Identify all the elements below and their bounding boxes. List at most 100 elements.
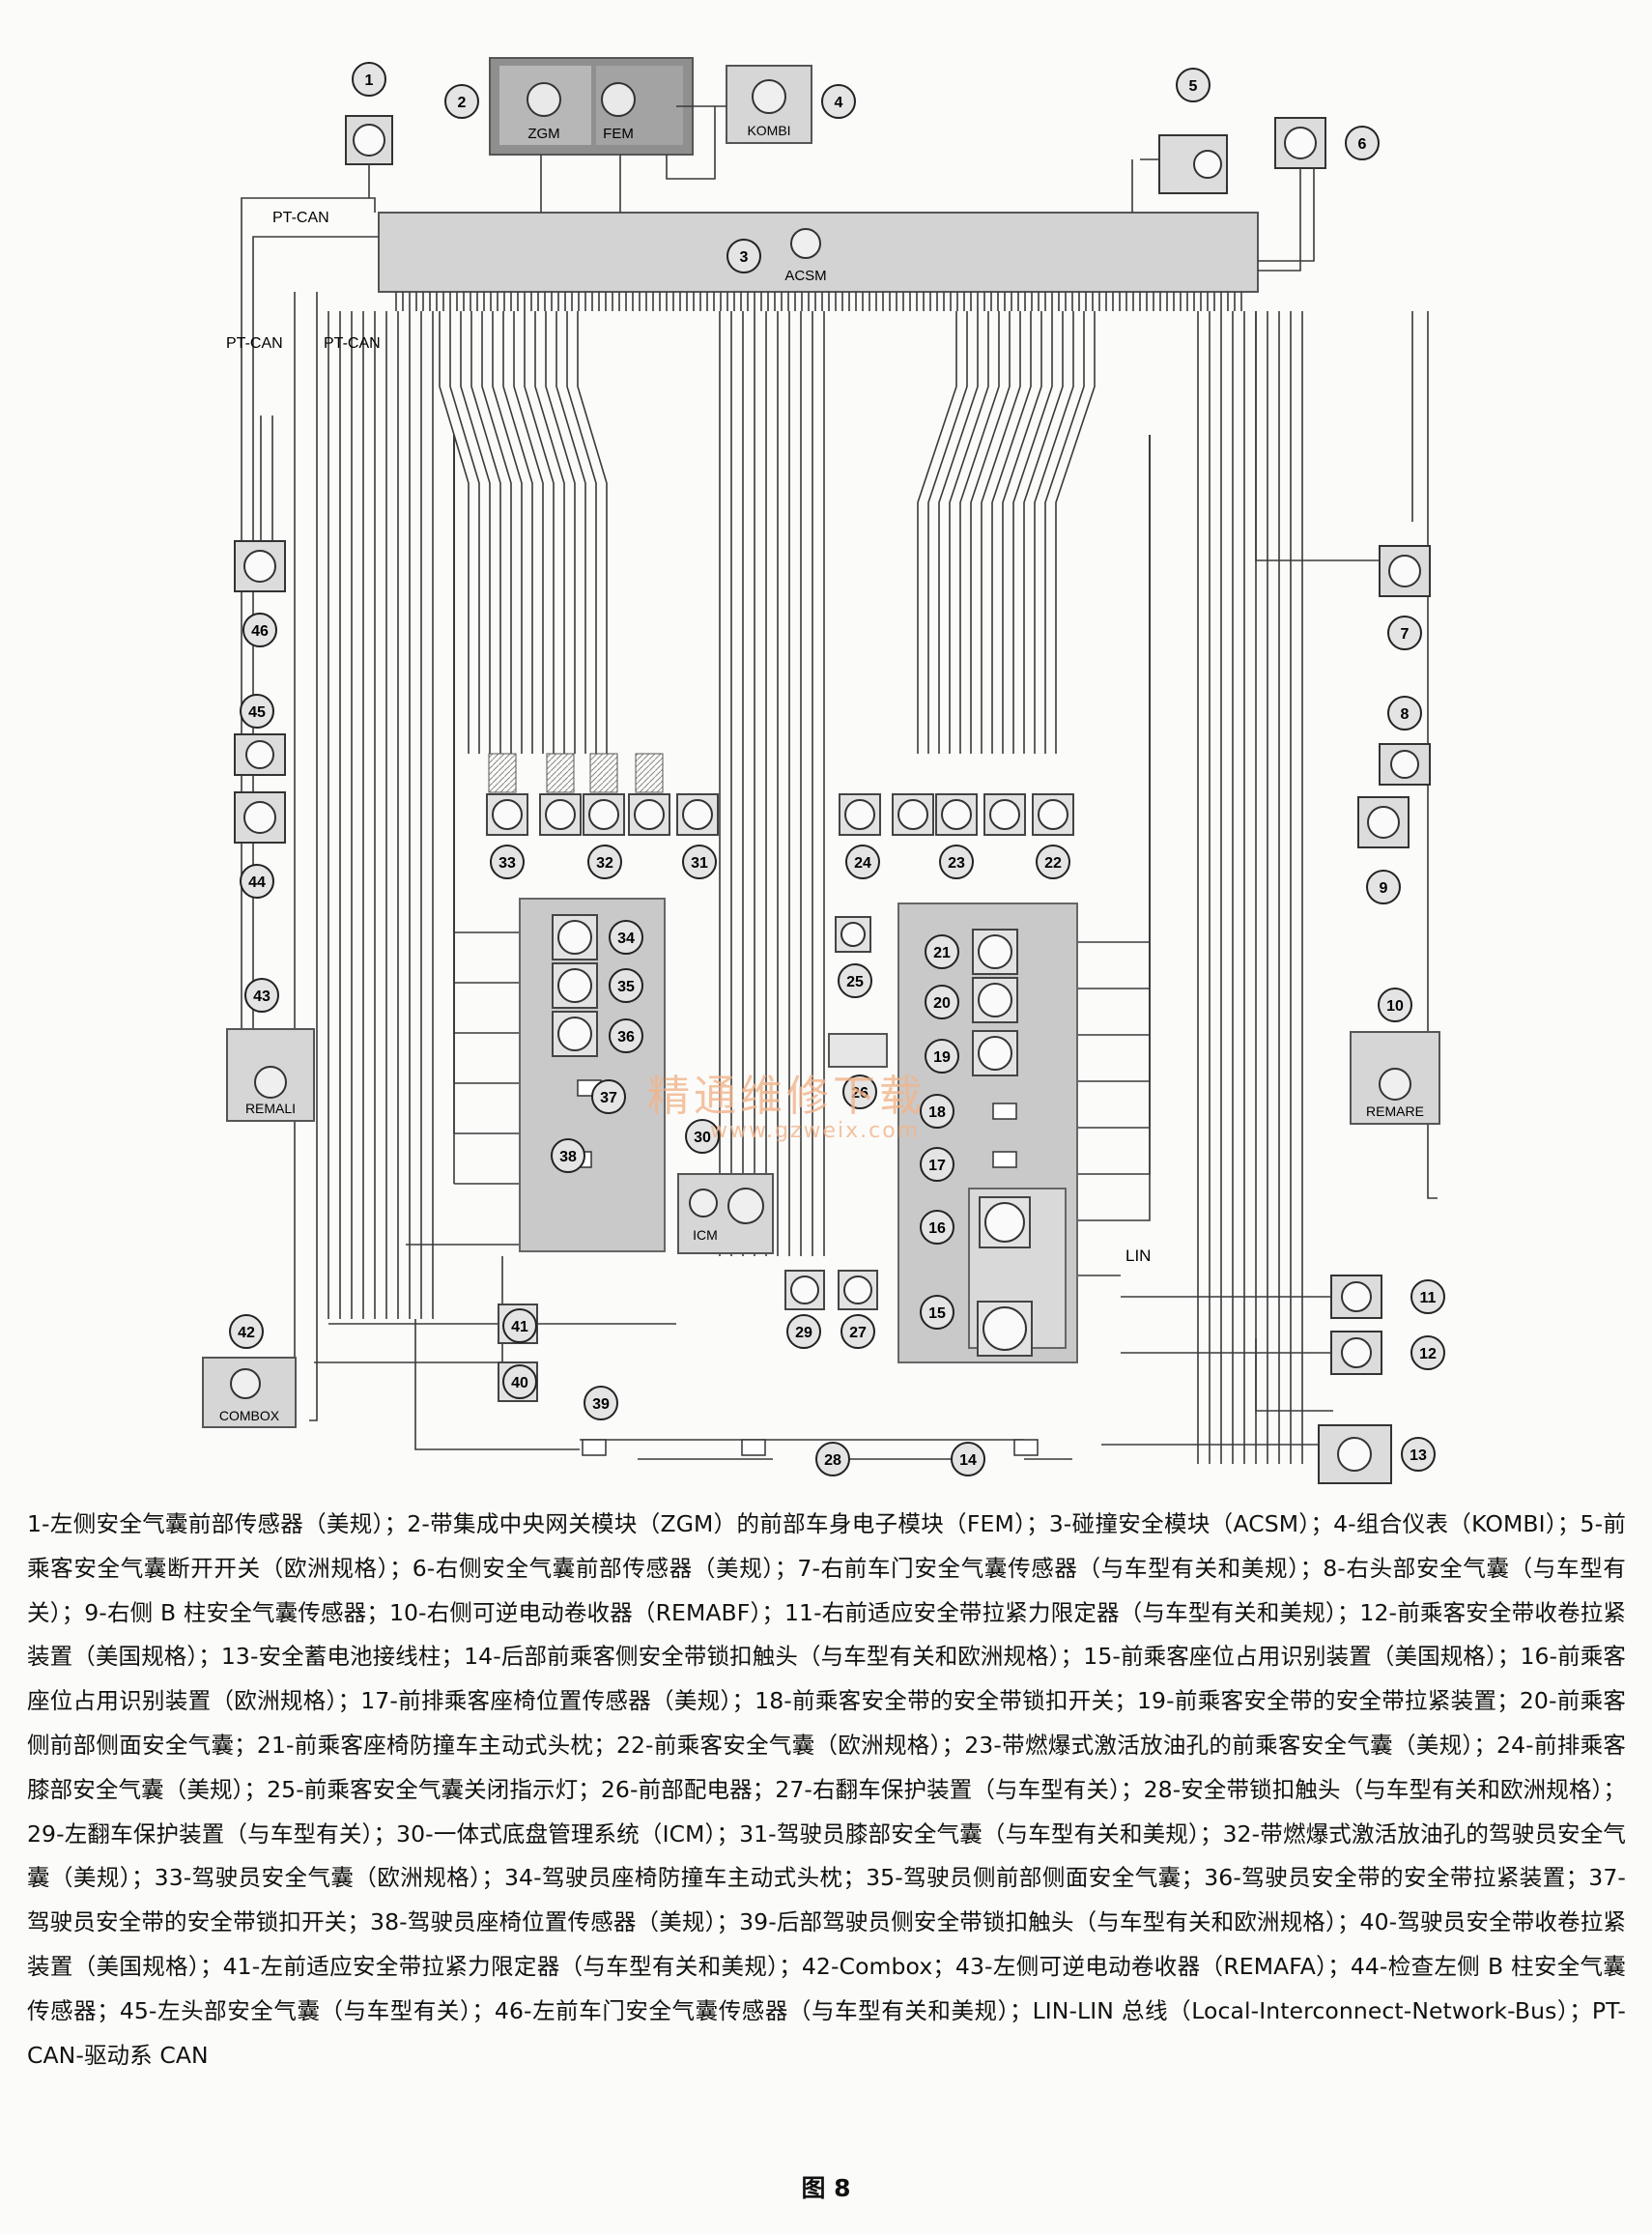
airbag-unit — [676, 793, 719, 836]
badge-35: 35 — [609, 968, 643, 1003]
badge-number: 26 — [851, 1085, 869, 1102]
door-sensor-left — [234, 540, 286, 592]
zgm-label: ZGM — [527, 126, 559, 142]
badge-number: 31 — [691, 855, 708, 872]
igniter-coil — [546, 753, 575, 793]
badge-21: 21 — [925, 934, 959, 969]
badge-7: 7 — [1387, 616, 1422, 650]
badge-29: 29 — [786, 1314, 821, 1349]
b-pillar-sensor-left — [234, 791, 286, 844]
badge-number: 34 — [617, 931, 635, 947]
fem-label: FEM — [603, 126, 634, 142]
badge-27: 27 — [840, 1314, 875, 1349]
badge-number: 41 — [511, 1319, 528, 1335]
remare-label: REMARE — [1366, 1103, 1424, 1119]
badge-number: 10 — [1386, 998, 1404, 1015]
airbag-unit — [486, 793, 528, 836]
airbag-unit — [935, 793, 978, 836]
passenger-airbag-switch — [1158, 134, 1228, 194]
badge-40: 40 — [502, 1364, 537, 1399]
badge-30: 30 — [685, 1119, 720, 1154]
badge-number: 21 — [933, 945, 951, 961]
badge-number: 30 — [694, 1130, 711, 1146]
badge-22: 22 — [1036, 845, 1070, 879]
badge-number: 15 — [928, 1305, 946, 1322]
badge-number: 18 — [928, 1104, 946, 1121]
badge-number: 33 — [498, 855, 516, 872]
icm-module: ICM — [677, 1173, 774, 1254]
badge-34: 34 — [609, 920, 643, 955]
pt-can-label: PT-CAN — [272, 210, 329, 226]
badge-number: 29 — [795, 1325, 812, 1341]
b-pillar-sensor-right — [1357, 796, 1410, 848]
ecu-icon — [752, 79, 786, 114]
badge-15: 15 — [920, 1295, 954, 1330]
badge-13: 13 — [1401, 1437, 1436, 1472]
badge-number: 17 — [928, 1158, 946, 1174]
badge-39: 39 — [584, 1386, 618, 1420]
airbag-unit — [583, 793, 625, 836]
connector — [992, 1103, 1017, 1120]
badge-number: 40 — [511, 1375, 528, 1391]
badge-28: 28 — [815, 1442, 850, 1476]
passenger-seat-device — [972, 977, 1018, 1023]
combox-module: COMBOX — [202, 1357, 297, 1428]
badge-number: 7 — [1401, 626, 1410, 643]
legend-text: 1-左侧安全气囊前部传感器（美规）；2-带集成中央网关模块（ZGM）的前部车身电… — [27, 1510, 1626, 2069]
buckle-contact — [1013, 1439, 1039, 1456]
airbag-unit — [1032, 793, 1074, 836]
badge-number: 36 — [617, 1029, 635, 1046]
badge-number: 19 — [933, 1049, 951, 1066]
badge-number: 9 — [1380, 880, 1388, 897]
badge-number: 38 — [559, 1149, 577, 1165]
badge-2: 2 — [444, 84, 479, 119]
badge-18: 18 — [920, 1094, 954, 1129]
badge-number: 4 — [835, 95, 843, 111]
igniter-coil — [488, 753, 517, 793]
head-airbag-left — [234, 733, 286, 776]
badge-26: 26 — [842, 1075, 877, 1109]
kombi-label: KOMBI — [747, 123, 790, 138]
kombi-module: KOMBI — [726, 65, 812, 144]
badge-number: 39 — [592, 1396, 610, 1413]
remare-module: REMARE — [1350, 1031, 1440, 1125]
badge-number: 1 — [365, 72, 374, 89]
airbag-row — [486, 753, 1074, 1456]
badge-number: 42 — [238, 1325, 255, 1341]
connector — [992, 1151, 1017, 1168]
rollover-protection — [838, 1270, 878, 1310]
ecu-icon — [790, 228, 821, 259]
acsm-label: ACSM — [784, 268, 826, 284]
badge-9: 9 — [1366, 870, 1401, 904]
distribution-box-26 — [828, 1033, 888, 1068]
airbag-unit — [892, 793, 934, 836]
icm-label: ICM — [693, 1227, 718, 1243]
belt-tensioner-right — [1330, 1331, 1382, 1375]
airbag-unit — [839, 793, 881, 836]
watermark-url: www.gzweix.com — [710, 1119, 921, 1143]
badge-19: 19 — [925, 1039, 959, 1074]
badge-45: 45 — [240, 694, 274, 729]
occupant-detection — [977, 1301, 1033, 1357]
badge-number: 2 — [458, 95, 467, 111]
badge-number: 14 — [959, 1452, 977, 1469]
badge-41: 41 — [502, 1308, 537, 1343]
badge-number: 35 — [617, 979, 635, 995]
badge-number: 12 — [1419, 1346, 1437, 1362]
fem-zgm-module: ZGM FEM — [489, 57, 694, 156]
passenger-seat-device — [972, 1030, 1018, 1076]
badge-38: 38 — [551, 1138, 585, 1173]
badge-4: 4 — [821, 84, 856, 119]
badge-33: 33 — [490, 845, 525, 879]
badge-number: 28 — [824, 1452, 841, 1469]
badge-20: 20 — [925, 985, 959, 1019]
badge-31: 31 — [682, 845, 717, 879]
wire-harness — [232, 105, 1438, 1464]
badge-number: 20 — [933, 995, 951, 1012]
badge-number: 13 — [1410, 1447, 1427, 1464]
badge-25: 25 — [838, 963, 872, 998]
badge-6: 6 — [1345, 126, 1380, 160]
badge-17: 17 — [920, 1147, 954, 1182]
ecu-icon — [527, 82, 561, 117]
badge-5: 5 — [1176, 68, 1211, 102]
